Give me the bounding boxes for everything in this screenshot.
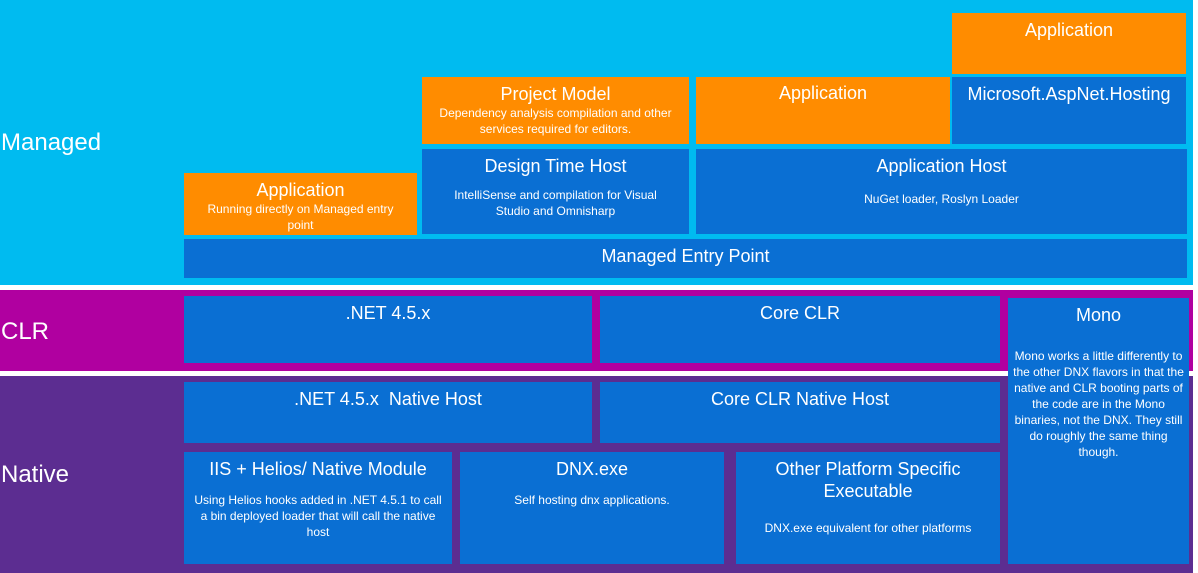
- coreclr-title: Core CLR: [759, 303, 841, 323]
- clr-layer-label: CLR: [1, 318, 50, 345]
- application-title: Application: [1024, 20, 1114, 40]
- application-box-left: Application Running directly on Managed …: [184, 173, 417, 235]
- application-description: Running directly on Managed entry point: [207, 202, 394, 232]
- hosting-title: Microsoft.AspNet.Hosting: [967, 84, 1171, 104]
- design-time-host-title: Design Time Host: [484, 156, 627, 176]
- project-model-box: Project Model Dependency analysis compil…: [422, 77, 689, 144]
- mono-title: Mono: [1075, 305, 1122, 325]
- project-model-title: Project Model: [500, 84, 611, 104]
- dnx-exe-box: DNX.exe Self hosting dnx applications.: [460, 452, 724, 564]
- application-box-top: Application: [952, 13, 1186, 74]
- iis-native-module-title: IIS + Helios/ Native Module: [209, 459, 427, 479]
- other-platform-executable-box: Other Platform Specific Executable DNX.e…: [736, 452, 1000, 564]
- dnx-exe-title: DNX.exe: [555, 459, 629, 479]
- coreclr-box: Core CLR: [600, 296, 1000, 363]
- other-platform-executable-description: DNX.exe equivalent for other platforms: [764, 521, 972, 535]
- project-model-description: Dependency analysis compilation and othe…: [439, 106, 672, 136]
- other-platform-executable-title: Other Platform Specific Executable: [775, 459, 961, 501]
- application-host-description: NuGet loader, Roslyn Loader: [864, 192, 1019, 206]
- application-box-middle: Application: [696, 77, 950, 144]
- coreclr-native-host-title: Core CLR Native Host: [710, 389, 890, 409]
- dnx-exe-description: Self hosting dnx applications.: [514, 493, 670, 507]
- net45-native-host-box: .NET 4.5.x Native Host: [184, 382, 592, 443]
- iis-native-module-box: IIS + Helios/ Native Module Using Helios…: [184, 452, 452, 564]
- managed-layer-label: Managed: [1, 129, 102, 156]
- coreclr-native-host-box: Core CLR Native Host: [600, 382, 1000, 443]
- net45-box: .NET 4.5.x: [184, 296, 592, 363]
- mono-description: Mono works a little differently to the o…: [1013, 349, 1184, 459]
- application-title: Application: [256, 180, 345, 200]
- net45-native-host-title: .NET 4.5.x Native Host: [294, 389, 482, 409]
- net45-title: .NET 4.5.x: [345, 303, 431, 323]
- design-time-host-description: IntelliSense and compilation for Visual …: [454, 188, 657, 218]
- managed-entry-point-box: Managed Entry Point: [184, 239, 1187, 278]
- design-time-host-box: Design Time Host IntelliSense and compil…: [422, 149, 689, 234]
- native-layer-label: Native: [1, 461, 70, 488]
- application-title: Application: [778, 83, 868, 103]
- iis-native-module-description: Using Helios hooks added in .NET 4.5.1 t…: [194, 493, 442, 539]
- hosting-box: Microsoft.AspNet.Hosting: [952, 77, 1186, 144]
- application-host-box: Application Host NuGet loader, Roslyn Lo…: [696, 149, 1187, 234]
- mono-box: Mono Mono works a little differently to …: [1008, 298, 1189, 564]
- application-host-title: Application Host: [876, 156, 1007, 176]
- managed-entry-point-title: Managed Entry Point: [601, 246, 770, 266]
